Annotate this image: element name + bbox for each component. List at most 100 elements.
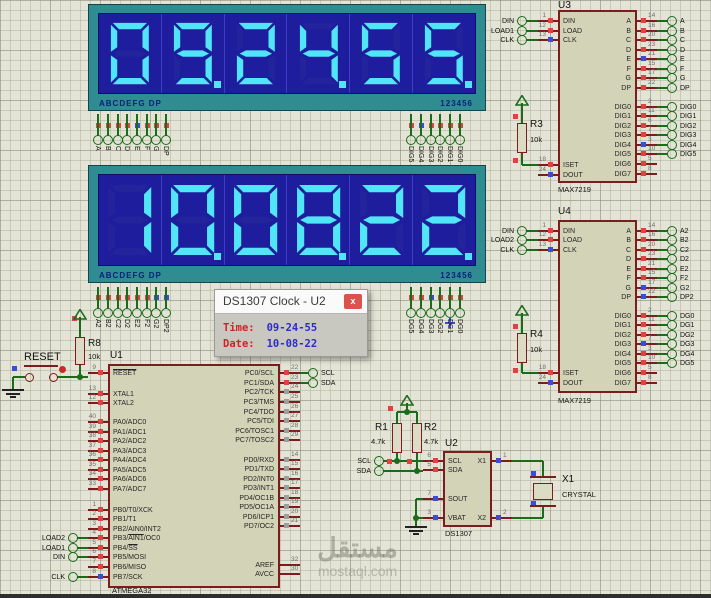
resistor-r2[interactable] xyxy=(412,423,422,453)
terminal-f2[interactable] xyxy=(667,273,677,283)
pin-name: DIG2 xyxy=(614,331,631,339)
terminal-clk[interactable] xyxy=(517,35,527,45)
terminal-label: LOAD2 xyxy=(491,236,514,244)
terminal-dg2[interactable] xyxy=(435,308,445,318)
pin-name: PA3/ADC3 xyxy=(113,447,147,455)
pin-number: 23 xyxy=(291,374,299,381)
resistor-r4[interactable] xyxy=(517,333,527,363)
terminal-a[interactable] xyxy=(93,135,103,145)
ic-u2[interactable] xyxy=(443,451,492,527)
pin-number: 1 xyxy=(542,12,546,19)
terminal-sda[interactable] xyxy=(374,466,384,476)
terminal-clk[interactable] xyxy=(68,572,78,582)
resistor-r1[interactable] xyxy=(392,423,402,453)
terminal-dig4[interactable] xyxy=(416,135,426,145)
terminal-dg5[interactable] xyxy=(667,358,677,368)
terminal-dig1[interactable] xyxy=(445,135,455,145)
pin-number: 7 xyxy=(92,558,96,565)
terminal-dp[interactable] xyxy=(667,83,677,93)
terminal-dg0[interactable] xyxy=(455,308,465,318)
terminal-label: DIG4 xyxy=(416,146,424,163)
terminal-dg1[interactable] xyxy=(445,308,455,318)
terminal-dg3[interactable] xyxy=(667,339,677,349)
wire xyxy=(522,372,538,374)
popup-close-button[interactable]: x xyxy=(344,294,362,309)
pin-2 xyxy=(637,315,657,317)
terminal-b2[interactable] xyxy=(103,308,113,318)
popup-titlebar[interactable]: DS1307 Clock - U2 x xyxy=(215,290,367,314)
ic-u1[interactable] xyxy=(108,364,280,588)
terminal-dig5[interactable] xyxy=(406,135,416,145)
pin-10 xyxy=(637,153,657,155)
pin-name: PC1/SDA xyxy=(244,379,274,387)
terminal-scl[interactable] xyxy=(308,368,318,378)
ic-u3[interactable] xyxy=(558,10,637,183)
terminal-dg4[interactable] xyxy=(416,308,426,318)
terminal-g2[interactable] xyxy=(151,308,161,318)
pin-number: 20 xyxy=(648,31,656,38)
terminal-dg1[interactable] xyxy=(667,320,677,330)
ground-symbol-icon xyxy=(413,533,419,535)
terminal-dig3[interactable] xyxy=(667,130,677,140)
terminal-g[interactable] xyxy=(667,73,677,83)
pin-state xyxy=(98,554,103,559)
terminal-dig1[interactable] xyxy=(667,111,677,121)
terminal-label: DIG2 xyxy=(435,146,443,163)
pin-29 xyxy=(280,439,300,441)
terminal-label: A xyxy=(680,17,685,25)
pin-name: DIG5 xyxy=(614,150,631,158)
pin-name: PC3/TMS xyxy=(243,398,274,406)
terminal-label: F xyxy=(680,65,685,73)
terminal-load2[interactable] xyxy=(517,235,527,245)
pin-state xyxy=(641,332,646,337)
terminal-b2[interactable] xyxy=(667,235,677,245)
terminal-sda[interactable] xyxy=(308,378,318,388)
wire xyxy=(430,114,432,136)
terminal-e2[interactable] xyxy=(132,308,142,318)
terminal-c[interactable] xyxy=(667,35,677,45)
resistor-r8[interactable] xyxy=(75,337,85,365)
pin-number: 10 xyxy=(648,354,656,361)
terminal-dig2[interactable] xyxy=(435,135,445,145)
terminal-e[interactable] xyxy=(667,54,677,64)
pin-20 xyxy=(637,249,657,251)
pin-number: 16 xyxy=(648,22,656,29)
terminal-a[interactable] xyxy=(667,16,677,26)
pin-number: 8 xyxy=(92,568,96,575)
pin-number: 21 xyxy=(648,50,656,57)
terminal-din[interactable] xyxy=(517,16,527,26)
pin-6 xyxy=(637,334,657,336)
terminal-label: DIG5 xyxy=(406,146,414,163)
resistor-r3[interactable] xyxy=(517,123,527,153)
wire-junction xyxy=(404,409,410,415)
terminal-load2[interactable] xyxy=(68,533,78,543)
terminal-d[interactable] xyxy=(122,135,132,145)
button-actuator xyxy=(24,365,58,367)
terminal-clk[interactable] xyxy=(517,245,527,255)
terminal-din[interactable] xyxy=(68,552,78,562)
terminal-dp2[interactable] xyxy=(161,308,171,318)
wire xyxy=(396,453,398,461)
digit-cell xyxy=(287,175,351,265)
terminal-dig0[interactable] xyxy=(455,135,465,145)
pin-state xyxy=(641,75,646,80)
terminal-g[interactable] xyxy=(151,135,161,145)
terminal-dg5[interactable] xyxy=(406,308,416,318)
pin-name: E xyxy=(626,265,631,273)
terminal-a2[interactable] xyxy=(93,308,103,318)
crystal-x1[interactable] xyxy=(533,483,553,500)
terminal-e[interactable] xyxy=(132,135,142,145)
ic-u4[interactable] xyxy=(558,220,637,393)
reset-button[interactable] xyxy=(23,360,59,378)
terminal-dp[interactable] xyxy=(161,135,171,145)
terminal-d2[interactable] xyxy=(667,254,677,264)
terminal-scl[interactable] xyxy=(374,456,384,466)
terminal-b[interactable] xyxy=(103,135,113,145)
terminal-dig5[interactable] xyxy=(667,149,677,159)
terminal-d2[interactable] xyxy=(122,308,132,318)
wire xyxy=(542,461,544,477)
terminal-dp2[interactable] xyxy=(667,292,677,302)
